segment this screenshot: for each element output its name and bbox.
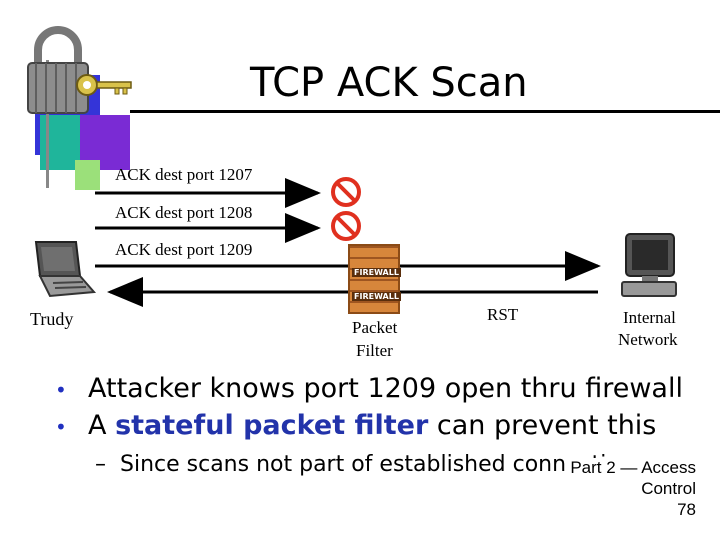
sub-bullet-dash: –: [95, 452, 106, 477]
bullet-2-post: can prevent this: [428, 410, 657, 441]
computer-icon: [621, 233, 677, 297]
bullet-dot: •: [55, 415, 67, 439]
logo-vertical-rule: [46, 60, 49, 188]
firewall-icon: FIREWALL FIREWALL: [348, 244, 401, 314]
laptop-icon: [34, 241, 97, 298]
bullet-2-pre: A: [88, 410, 116, 441]
stateful-packet-filter-highlight: stateful packet filter: [115, 410, 429, 441]
prohibited-icon: [331, 177, 361, 207]
slide-title: TCP ACK Scan: [250, 60, 528, 106]
firewall-bricks: [350, 246, 398, 312]
internal-network-label-line2: Network: [618, 330, 678, 349]
firewall-label-1: FIREWALL: [352, 268, 401, 277]
packet-filter-label-line2: Filter: [356, 341, 393, 360]
lock-icon: [27, 26, 89, 114]
footer-part-line1: Part 2 — Access: [566, 458, 696, 478]
arrow-label-1209: ACK dest port 1209: [115, 240, 253, 259]
packet-filter-label-line1: Packet: [352, 318, 398, 337]
sub-bullet: Since scans not part of established conn…: [120, 452, 646, 477]
key-icon: [76, 74, 132, 96]
firewall-label-2: FIREWALL: [352, 292, 401, 301]
trudy-label: Trudy: [30, 309, 74, 329]
arrow-label-1208: ACK dest port 1208: [115, 203, 253, 222]
page-number: 78: [677, 500, 696, 519]
internal-network-label-line1: Internal: [623, 308, 676, 327]
rst-label: RST: [487, 305, 519, 324]
prohibited-icon: [331, 211, 361, 241]
logo-block-green: [75, 160, 100, 190]
bullet-1: Attacker knows port 1209 open thru firew…: [88, 373, 683, 404]
arrow-label-1207: ACK dest port 1207: [115, 165, 253, 184]
bullet-dot: •: [55, 378, 67, 402]
footer-part-line2: Control: [641, 479, 696, 498]
title-underline: [130, 110, 720, 113]
bullet-2: A stateful packet filter can prevent thi…: [88, 410, 656, 441]
